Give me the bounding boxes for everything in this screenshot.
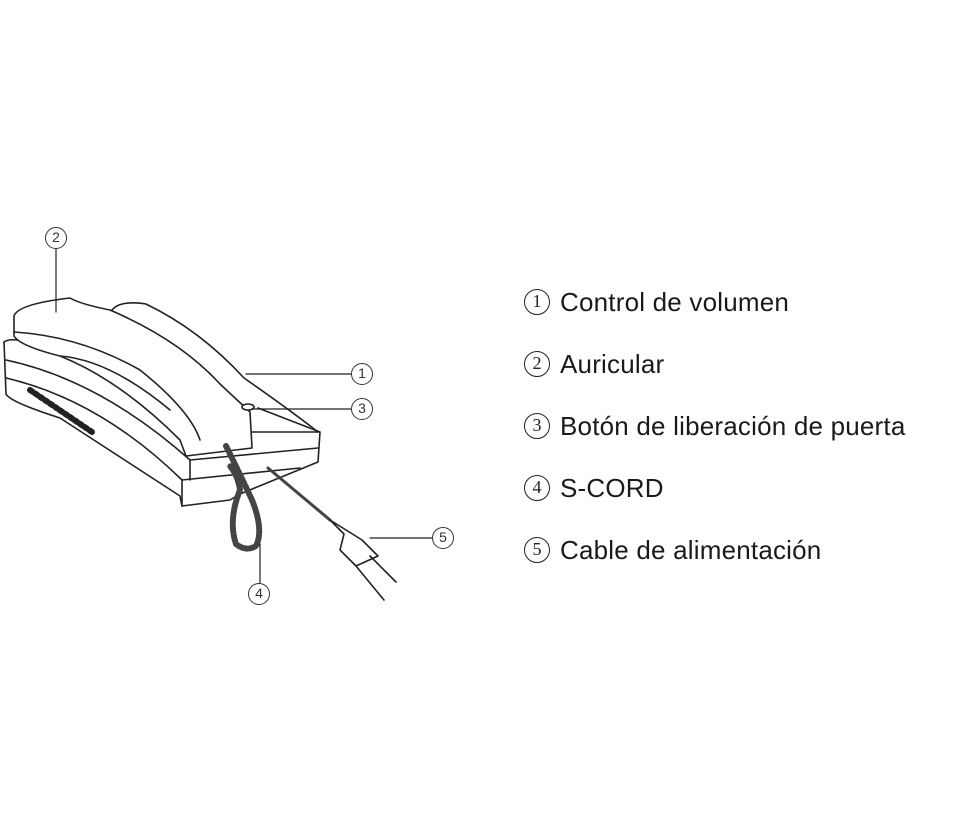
legend-item-s-cord: 4 S-CORD — [524, 470, 906, 506]
legend-label: Auricular — [560, 348, 665, 379]
legend-item-handset: 2 Auricular — [524, 346, 906, 382]
phone-diagram: 1 2 3 4 5 — [0, 0, 480, 640]
legend-label: Botón de liberación de puerta — [560, 410, 906, 441]
legend-number: 4 — [524, 475, 550, 501]
legend-item-power-cable: 5 Cable de alimentación — [524, 532, 906, 568]
legend-label: Cable de alimentación — [560, 534, 822, 565]
callout-2: 2 — [45, 227, 67, 249]
callout-1: 1 — [351, 363, 373, 385]
legend-number: 3 — [524, 413, 550, 439]
parts-legend: 1 Control de volumen 2 Auricular 3 Botón… — [524, 284, 906, 594]
legend-item-volume-control: 1 Control de volumen — [524, 284, 906, 320]
callout-5: 5 — [432, 527, 454, 549]
legend-number: 1 — [524, 289, 550, 315]
legend-item-door-release-button: 3 Botón de liberación de puerta — [524, 408, 906, 444]
callout-4: 4 — [248, 583, 270, 605]
intercom-phone-illustration — [3, 248, 433, 601]
legend-label: Control de volumen — [560, 286, 790, 317]
legend-number: 5 — [524, 537, 550, 563]
callout-3: 3 — [351, 398, 373, 420]
legend-number: 2 — [524, 351, 550, 377]
legend-label: S-CORD — [560, 472, 664, 503]
